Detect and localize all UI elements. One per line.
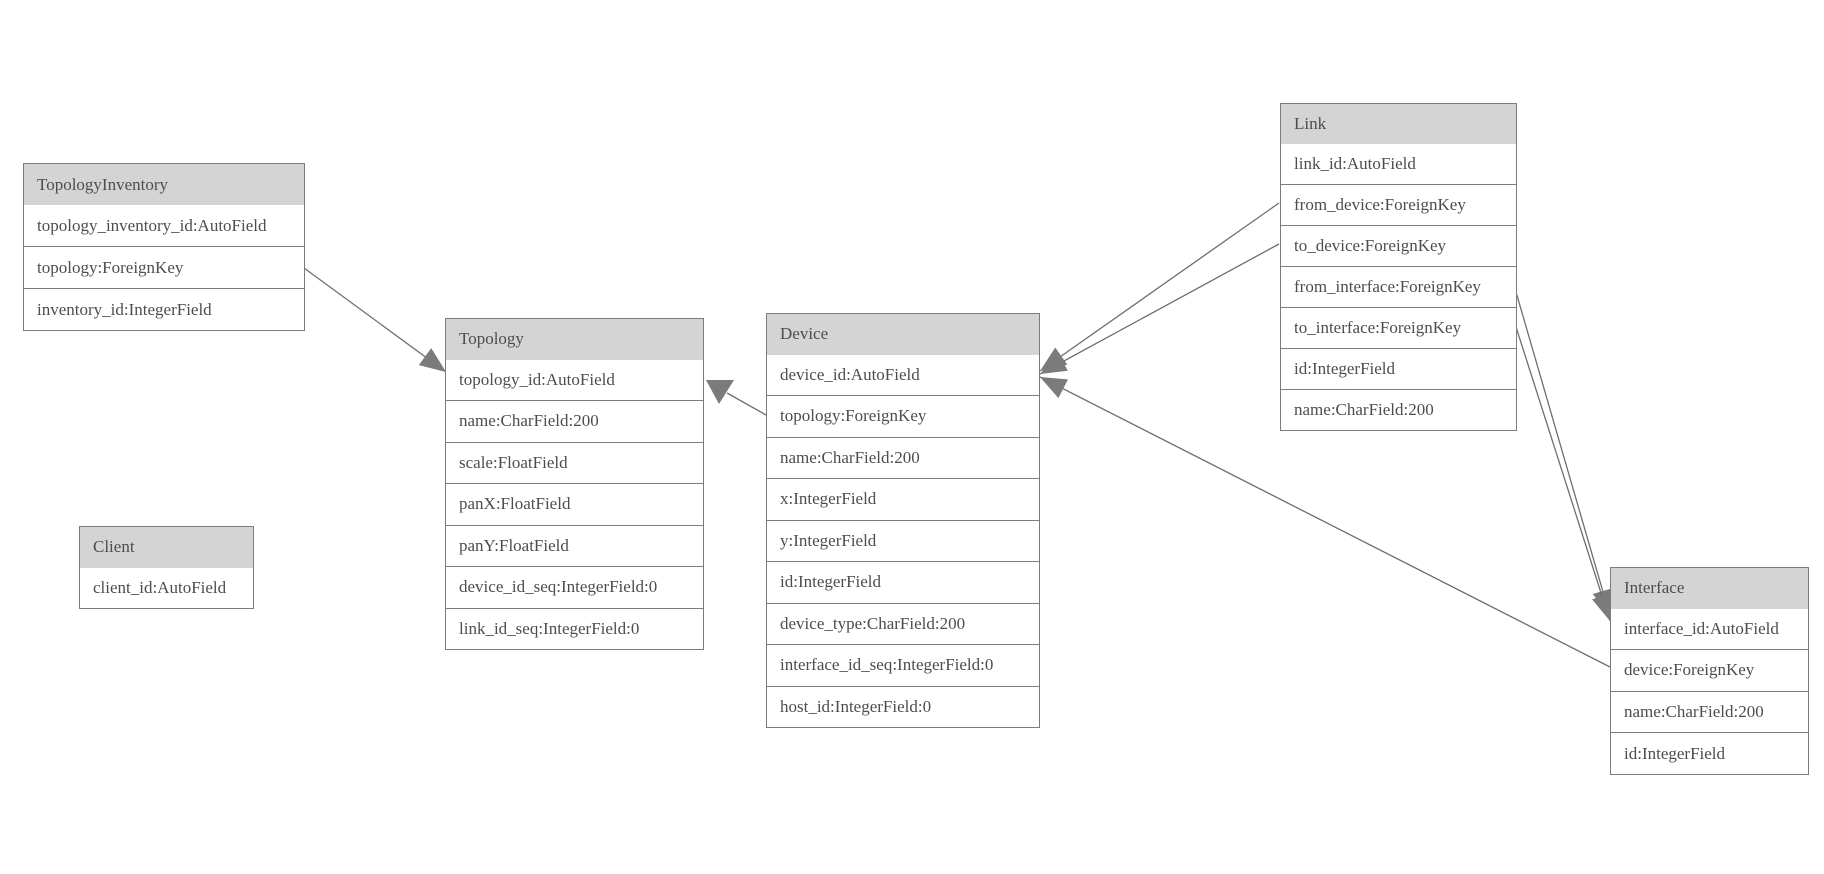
entity-field: id:IntegerField	[1281, 348, 1516, 389]
arrowhead-device-topology	[706, 380, 734, 404]
entity-field: device_id_seq:IntegerField:0	[446, 566, 703, 608]
arrowhead-interface-device	[1040, 377, 1068, 399]
entity-field: id:IntegerField	[1611, 732, 1808, 774]
entity-title: Client	[80, 527, 253, 568]
entity-field: panX:FloatField	[446, 483, 703, 525]
entity-field: name:CharField:200	[767, 436, 1039, 478]
edge-link-to-interface	[1515, 326, 1611, 622]
entity-field: link_id_seq:IntegerField:0	[446, 607, 703, 649]
entity-field: x:IntegerField	[767, 478, 1039, 520]
entity-field: y:IntegerField	[767, 519, 1039, 561]
entity-field: name:CharField:200	[1611, 690, 1808, 733]
entity-field: device_id:AutoField	[767, 354, 1039, 395]
edge-device-topology	[726, 392, 767, 416]
arrowhead-topologyinventory-topology	[418, 348, 446, 372]
entity-field: id:IntegerField	[767, 561, 1039, 603]
edge-topologyinventory-topology	[303, 267, 447, 373]
arrowhead-link-to-interface	[1592, 593, 1613, 621]
entity-title: Link	[1281, 104, 1516, 144]
entity-field: name:CharField:200	[446, 400, 703, 442]
entity-field: scale:FloatField	[446, 441, 703, 483]
edge-link-from-interface	[1515, 291, 1611, 617]
entity-title: Topology	[446, 319, 703, 360]
entity-field: panY:FloatField	[446, 524, 703, 566]
entity-field: to_interface:ForeignKey	[1281, 307, 1516, 348]
entity-title: TopologyInventory	[24, 164, 304, 205]
entity-field: inventory_id:IntegerField	[24, 288, 304, 330]
entity-field: topology:ForeignKey	[24, 246, 304, 288]
entity-field: client_id:AutoField	[80, 567, 253, 608]
entity-field: topology:ForeignKey	[767, 395, 1039, 437]
entity-title: Interface	[1611, 568, 1808, 609]
entity-field: to_device:ForeignKey	[1281, 225, 1516, 266]
entity-title: Device	[767, 314, 1039, 355]
edge-link-from-device	[1039, 202, 1280, 372]
entity-field: from_device:ForeignKey	[1281, 184, 1516, 225]
edge-interface-device	[1039, 376, 1611, 668]
entity-field: interface_id:AutoField	[1611, 608, 1808, 650]
entity-field: interface_id_seq:IntegerField:0	[767, 644, 1039, 686]
entity-field: name:CharField:200	[1281, 389, 1516, 430]
entity-field: host_id:IntegerField:0	[767, 685, 1039, 727]
edge-link-to-device	[1039, 243, 1280, 375]
entity-field: link_id:AutoField	[1281, 144, 1516, 184]
entity-field: from_interface:ForeignKey	[1281, 266, 1516, 307]
entity-field: device_type:CharField:200	[767, 602, 1039, 644]
entity-field: topology_id:AutoField	[446, 359, 703, 400]
entity-field: device:ForeignKey	[1611, 649, 1808, 691]
entity-field: topology_inventory_id:AutoField	[24, 205, 304, 246]
arrowhead-link-to-device	[1040, 352, 1068, 374]
